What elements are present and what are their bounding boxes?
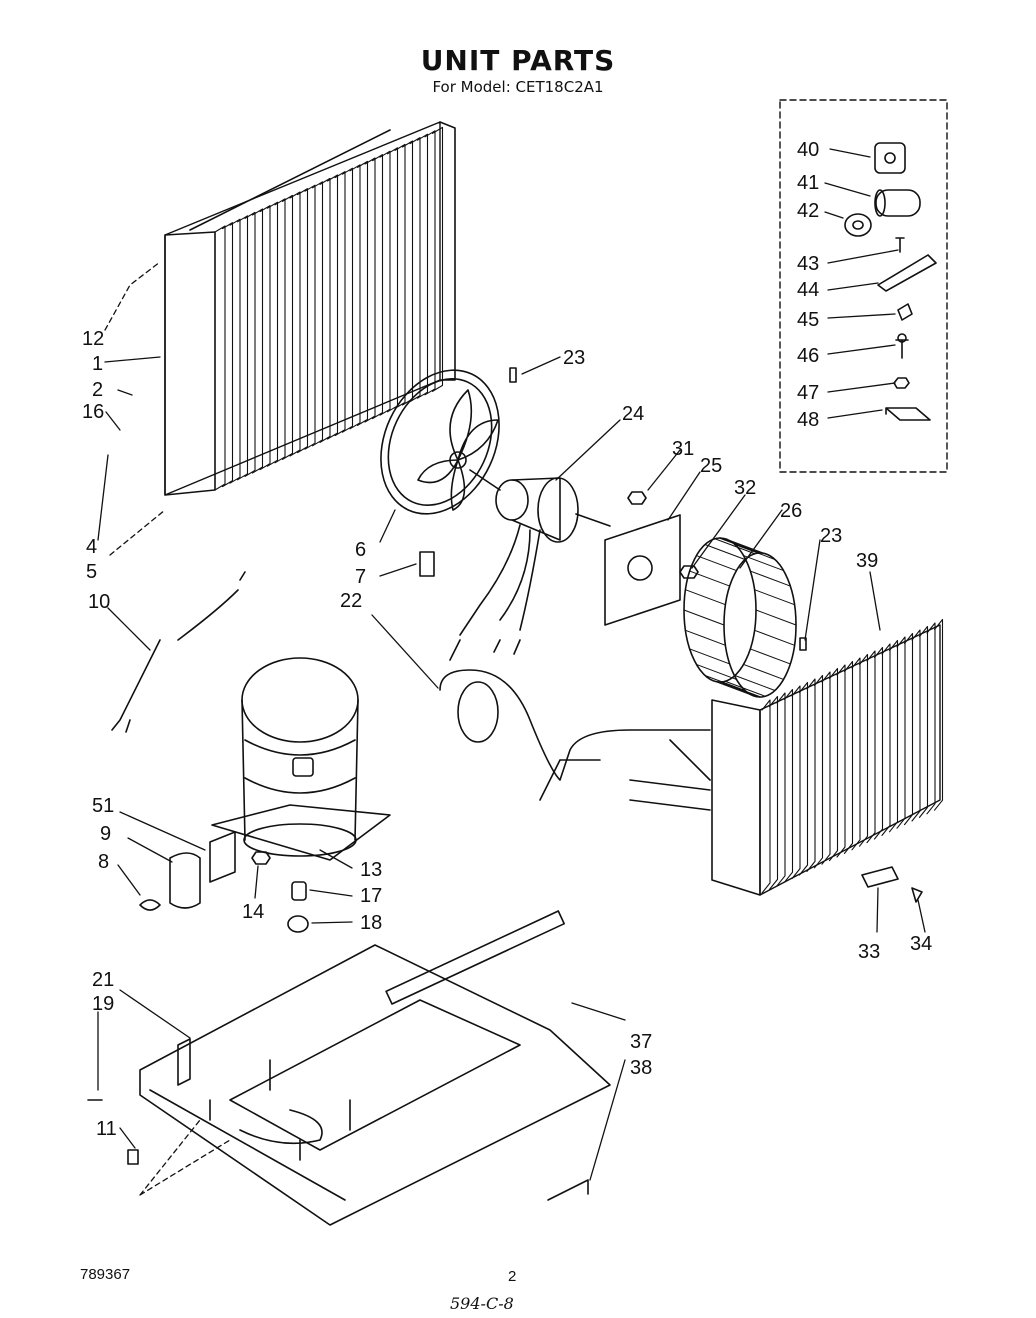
callout-c41: 41 — [797, 172, 819, 194]
part-6-fan-blade — [380, 369, 500, 515]
callout-c6: 6 — [355, 539, 366, 561]
part-23-setscrew-a — [509, 367, 517, 383]
inset-parts — [844, 142, 937, 421]
callout-c16: 16 — [82, 401, 104, 423]
motor-leads — [449, 524, 541, 661]
callout-c26: 26 — [780, 500, 802, 522]
part-24-motor — [449, 469, 611, 661]
callout-c22: 22 — [340, 590, 362, 612]
part-37-rail — [385, 910, 565, 1005]
handwritten-note: 594-C-8 — [450, 1294, 514, 1313]
part-17-grommet — [291, 881, 307, 901]
callout-c24: 24 — [622, 403, 644, 425]
callout-c21: 21 — [92, 969, 114, 991]
part-31-nut — [627, 491, 647, 505]
callout-c23a: 23 — [563, 347, 585, 369]
callout-c37: 37 — [630, 1031, 652, 1053]
callout-c13: 13 — [360, 859, 382, 881]
part-34-clip — [911, 887, 923, 903]
part-44-bracket — [877, 254, 937, 292]
callout-c8: 8 — [98, 851, 109, 873]
document-id: 789367 — [80, 1266, 131, 1283]
leader-lines — [97, 148, 926, 1196]
model-subtitle: For Model: CET18C2A1 — [432, 78, 604, 96]
part-25-mount-plate — [604, 514, 681, 626]
callout-c18: 18 — [360, 912, 382, 934]
callout-c42: 42 — [797, 200, 819, 222]
part-43-screw — [895, 237, 905, 253]
callout-c14: 14 — [242, 901, 264, 923]
callout-c47: 47 — [797, 382, 819, 404]
callout-c39: 39 — [856, 550, 878, 572]
part-42-cap-boot — [844, 213, 872, 237]
part-1-coil-top — [164, 121, 456, 496]
callout-c5: 5 — [86, 561, 97, 583]
callout-c19: 19 — [92, 993, 114, 1015]
part-47-nut — [893, 377, 910, 389]
callout-c2: 2 — [92, 379, 103, 401]
callout-c4: 4 — [86, 536, 97, 558]
part-22-tubing — [439, 669, 711, 811]
part-11-clip — [127, 1149, 139, 1165]
callout-c33: 33 — [858, 941, 880, 963]
callout-c34: 34 — [910, 933, 932, 955]
callout-c40: 40 — [797, 139, 819, 161]
callout-c31: 31 — [672, 438, 694, 460]
part-45-clip — [897, 303, 913, 321]
callout-c46: 46 — [797, 345, 819, 367]
part-9-terminal-cover — [169, 852, 201, 909]
compressor — [211, 657, 391, 861]
callout-c43: 43 — [797, 253, 819, 275]
part-48-strap — [885, 407, 931, 421]
part-33-seal — [861, 866, 899, 888]
part-39-coil-right — [711, 618, 944, 896]
part-18-grommet — [287, 915, 309, 933]
part-26-blower-wheel — [683, 537, 797, 698]
part-41-capacitor — [875, 189, 921, 217]
part-8-clip — [139, 899, 161, 911]
part-51-bracket — [209, 831, 236, 883]
part-21-base-pan — [87, 910, 611, 1226]
callout-c12: 12 — [82, 328, 104, 350]
callout-c1: 1 — [92, 353, 103, 375]
part-23-setscrew-b — [799, 637, 807, 651]
callout-c7: 7 — [355, 566, 366, 588]
callout-c10: 10 — [88, 591, 110, 613]
callout-c51: 51 — [92, 795, 114, 817]
callout-c9: 9 — [100, 823, 111, 845]
inset-parts-box — [779, 99, 948, 473]
page-number: 2 — [508, 1268, 517, 1285]
part-14-nut — [251, 851, 271, 865]
callout-c45: 45 — [797, 309, 819, 331]
part-7-clip — [419, 551, 435, 577]
callout-c11: 11 — [96, 1118, 117, 1140]
callout-c38: 38 — [630, 1057, 652, 1079]
callout-c25: 25 — [700, 455, 722, 477]
page-title: UNIT PARTS — [420, 44, 616, 77]
callout-c48: 48 — [797, 409, 819, 431]
callout-c17: 17 — [360, 885, 382, 907]
callout-c32: 32 — [734, 477, 756, 499]
part-40-relay — [874, 142, 906, 174]
callout-c44: 44 — [797, 279, 819, 301]
callout-labels: 4041424344454647481212164523243125322623… — [82, 139, 932, 1140]
part-10-harness — [111, 571, 246, 733]
part-38-channel — [547, 1179, 589, 1201]
callout-c23b: 23 — [820, 525, 842, 547]
